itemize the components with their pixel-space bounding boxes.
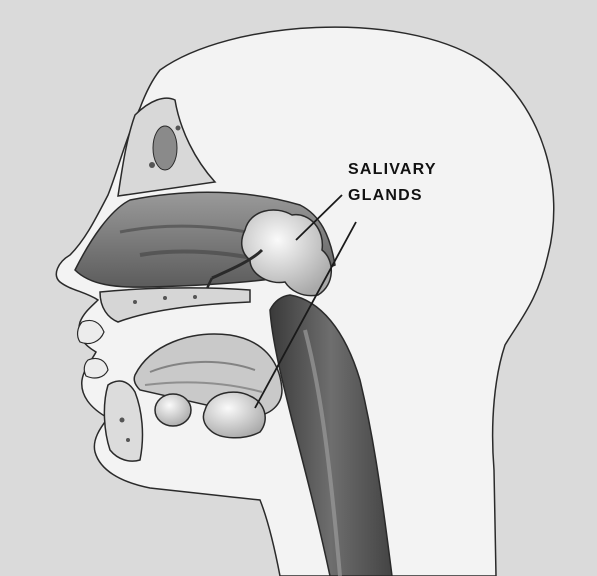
salivary-glands-label: SALIVARY GLANDS xyxy=(348,157,437,209)
frontal-sinus xyxy=(153,126,177,170)
sublingual-gland xyxy=(155,394,191,426)
label-line-2: GLANDS xyxy=(348,183,437,209)
label-line-1: SALIVARY xyxy=(348,157,437,183)
submandibular-gland xyxy=(203,392,265,438)
